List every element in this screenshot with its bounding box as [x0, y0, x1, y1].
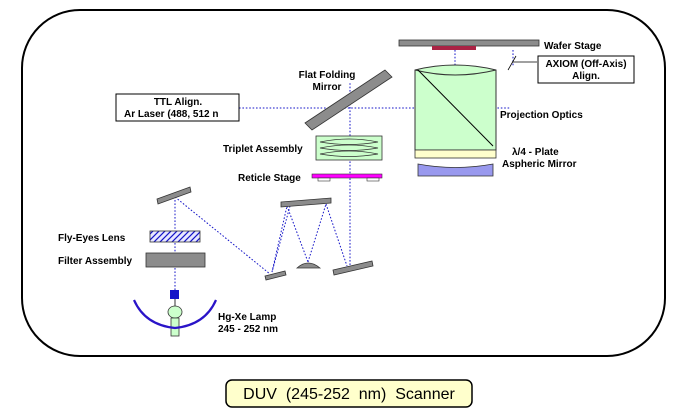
label-projection-optics: Projection Optics [500, 110, 583, 121]
caption-text: DUV (245-252 nm) Scanner [243, 386, 455, 403]
wafer-chuck [432, 46, 476, 50]
relay-mirror-bottom-concave [295, 262, 322, 269]
label-reticle-stage: Reticle Stage [238, 173, 301, 184]
label-axiom-1: AXIOM (Off-Axis) [545, 59, 626, 70]
label-flat-mirror-2: Mirror [313, 82, 342, 93]
fold-mirror-upper-left [156, 186, 192, 205]
fly-eyes-lens [149, 230, 201, 243]
triplet-assembly [315, 135, 383, 161]
label-lambda-plate: λ/4 - Plate [512, 147, 559, 158]
quarter-wave-plate [414, 149, 497, 159]
label-flat-mirror-1: Flat Folding [299, 70, 356, 81]
label-lamp-2: 245 - 252 nm [218, 324, 278, 335]
label-wafer-stage: Wafer Stage [544, 41, 602, 52]
label-filter-assembly: Filter Assembly [58, 256, 133, 267]
label-lamp-1: Hg-Xe Lamp [218, 312, 276, 323]
label-axiom-2: Align. [572, 71, 600, 82]
hg-xe-lamp [132, 290, 218, 337]
reticle-stage [311, 173, 383, 179]
axiom-box [537, 55, 635, 84]
filter-assembly [145, 252, 206, 268]
label-ttl-1: TTL Align. [154, 97, 203, 108]
projection-optics [414, 64, 497, 151]
ttl-align-box [115, 93, 240, 122]
relay-mirror-top [280, 197, 332, 208]
label-triplet-assembly: Triplet Assembly [223, 144, 303, 155]
lamp-reflector [132, 299, 218, 330]
wafer-stage [398, 39, 540, 47]
label-ttl-2: Ar Laser (488, 512 n [124, 109, 219, 120]
fold-mirror-left [264, 270, 287, 281]
flat-folding-mirror [304, 69, 393, 131]
label-aspheric-mirror: Aspheric Mirror [502, 159, 577, 170]
fold-mirror-right [332, 260, 374, 276]
label-fly-eyes-lens: Fly-Eyes Lens [58, 233, 126, 244]
caption-box [225, 379, 473, 408]
aspheric-mirror [417, 163, 494, 177]
